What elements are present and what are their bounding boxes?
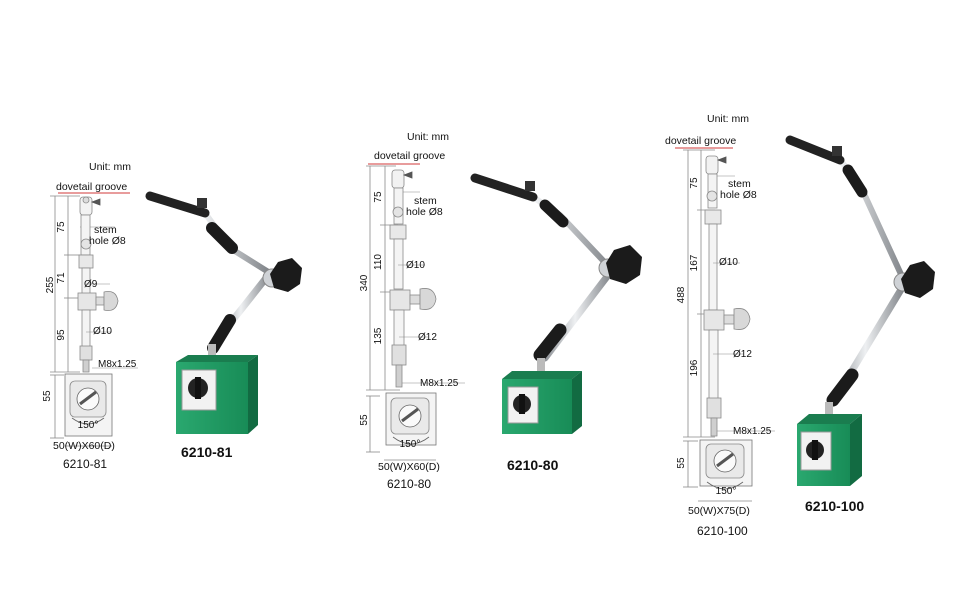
drawing-6210-81 bbox=[50, 192, 138, 447]
model-label: 6210-81 bbox=[63, 457, 107, 471]
stem-hole-label: hole Ø8 bbox=[89, 235, 126, 247]
dia-upper-label: Ø10 bbox=[406, 260, 425, 271]
base-size-label: 50(W)X60(D) bbox=[378, 461, 440, 473]
drawing-6210-80 bbox=[366, 163, 465, 461]
dovetail-label: dovetail groove bbox=[665, 135, 736, 147]
drawing-6210-100 bbox=[675, 147, 775, 502]
photo-model-label: 6210-100 bbox=[805, 498, 864, 514]
unit-label: Unit: mm bbox=[89, 161, 131, 173]
stem-label: stem bbox=[94, 224, 117, 236]
dia-lower-label: Ø10 bbox=[93, 326, 112, 337]
photo-6210-100: 6210-100 bbox=[785, 135, 935, 514]
dovetail-label: dovetail groove bbox=[56, 181, 127, 193]
dia-lower-label: Ø12 bbox=[733, 349, 752, 360]
stem-hole-label: hole Ø8 bbox=[720, 189, 757, 201]
dim-middle: 110 bbox=[373, 254, 384, 270]
total-length-dim: 340 bbox=[359, 274, 370, 291]
dim-upper: 75 bbox=[56, 221, 67, 233]
thread-label: M8x1.25 bbox=[98, 359, 137, 370]
product-6210-80: Unit: mm dovetail groove stem hole Ø8 34… bbox=[359, 131, 642, 491]
model-label: 6210-80 bbox=[387, 477, 431, 491]
dim-upper: 75 bbox=[689, 177, 700, 189]
base-size-label: 50(W)X75(D) bbox=[688, 505, 750, 517]
dia-upper-label: Ø10 bbox=[719, 257, 738, 268]
dim-upper: 75 bbox=[373, 191, 384, 203]
dim-lower: 196 bbox=[689, 359, 700, 376]
photo-model-label: 6210-81 bbox=[181, 444, 233, 460]
base-height-dim: 55 bbox=[676, 457, 687, 469]
labels-6210-100: Unit: mm dovetail groove stem hole Ø8 48… bbox=[665, 113, 772, 538]
dim-middle: 71 bbox=[56, 272, 67, 284]
dovetail-label: dovetail groove bbox=[374, 150, 445, 162]
stem-label: stem bbox=[414, 195, 437, 207]
stem-hole-label: hole Ø8 bbox=[406, 206, 443, 218]
total-length-dim: 488 bbox=[676, 286, 687, 303]
base-size-label: 50(W)X60(D) bbox=[53, 440, 115, 452]
stem-label: stem bbox=[728, 178, 751, 190]
model-label: 6210-100 bbox=[697, 524, 748, 538]
dim-lower: 135 bbox=[373, 327, 384, 344]
dia-upper-label: Ø9 bbox=[84, 279, 98, 290]
total-length-dim: 255 bbox=[45, 276, 56, 293]
labels-6210-81: Unit: mm dovetail groove stem hole Ø8 25… bbox=[42, 161, 137, 471]
product-6210-81: Unit: mm dovetail groove stem hole Ø8 25… bbox=[42, 161, 302, 471]
photo-6210-81: 6210-81 bbox=[145, 191, 302, 460]
thread-label: M8x1.25 bbox=[733, 426, 772, 437]
labels-6210-80: Unit: mm dovetail groove stem hole Ø8 34… bbox=[359, 131, 459, 491]
angle-label: 150° bbox=[78, 420, 99, 431]
base-height-dim: 55 bbox=[42, 390, 53, 402]
angle-label: 150° bbox=[400, 439, 421, 450]
photo-model-label: 6210-80 bbox=[507, 457, 559, 473]
dia-lower-label: Ø12 bbox=[418, 332, 437, 343]
thread-label: M8x1.25 bbox=[420, 378, 459, 389]
angle-label: 150° bbox=[716, 486, 737, 497]
photo-6210-80: 6210-80 bbox=[470, 173, 642, 473]
base-height-dim: 55 bbox=[359, 414, 370, 426]
dim-middle: 167 bbox=[689, 254, 700, 271]
dim-lower: 95 bbox=[56, 329, 67, 341]
product-6210-100: Unit: mm dovetail groove stem hole Ø8 48… bbox=[665, 113, 935, 538]
unit-label: Unit: mm bbox=[407, 131, 449, 143]
unit-label: Unit: mm bbox=[707, 113, 749, 125]
